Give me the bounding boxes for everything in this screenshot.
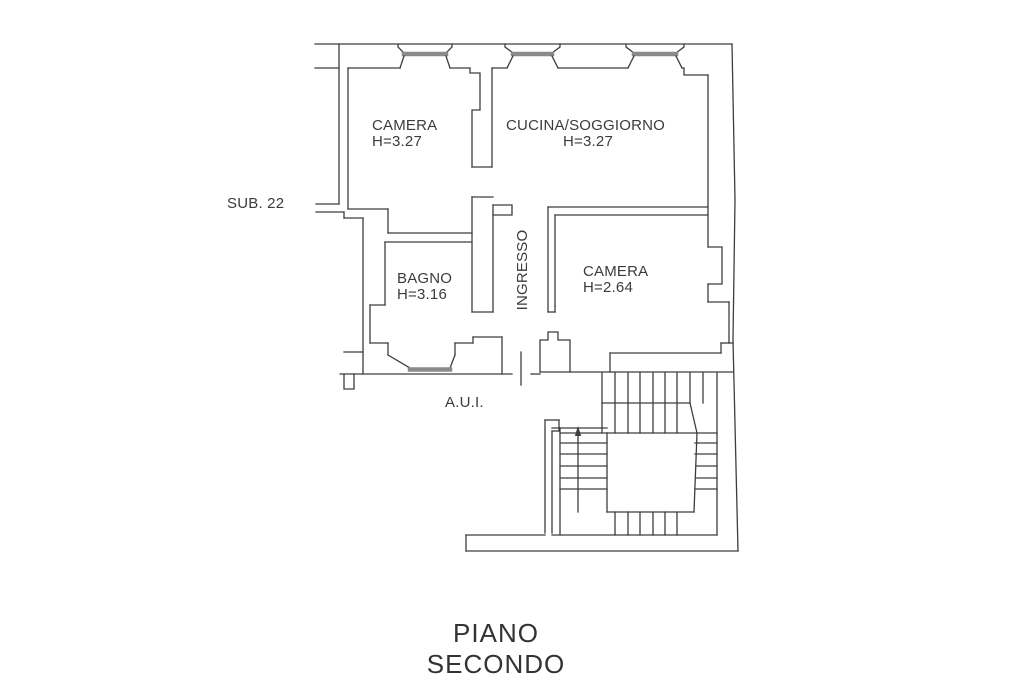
room-name: CAMERA	[583, 263, 649, 280]
room-height: H=2.64	[583, 279, 633, 296]
room-label-cucina-soggiorno: CUCINA/SOGGIORNO H=3.27	[506, 118, 670, 150]
page-title: PIANO SECONDO	[426, 618, 566, 679]
window-2	[504, 43, 561, 69]
windows	[387, 43, 685, 372]
window-bagno	[387, 354, 456, 372]
annotation-sub-22: SUB. 22	[227, 195, 285, 212]
room-label-camera-2: CAMERA H=2.64	[583, 264, 648, 296]
window-1	[397, 43, 453, 69]
stair-treads-top	[601, 372, 704, 434]
stairwell-left-wall	[544, 419, 560, 534]
room-label-bagno: BAGNO H=3.16	[397, 271, 452, 303]
staircase	[544, 372, 718, 536]
stair-treads-left	[551, 427, 608, 536]
room-label-ingresso: INGRESSO	[514, 229, 531, 311]
stair-treads-right	[694, 442, 718, 490]
window-3	[625, 43, 685, 69]
room-height: H=3.27	[372, 133, 422, 150]
annotation-aui: A.U.I.	[445, 394, 484, 411]
stair-treads-bottom	[614, 511, 678, 536]
stair-direction-arrow	[574, 426, 582, 513]
room-name: CAMERA	[372, 117, 438, 134]
exterior-walls	[314, 43, 739, 552]
room-height: H=3.16	[397, 286, 447, 303]
interior-walls	[347, 67, 734, 375]
room-name: CUCINA/SOGGIORNO	[506, 117, 666, 134]
stair-landing	[606, 432, 718, 513]
room-label-camera-1: CAMERA H=3.27	[372, 118, 437, 150]
room-name: INGRESSO	[514, 229, 531, 311]
room-name: BAGNO	[397, 270, 453, 287]
room-height: H=3.27	[563, 133, 613, 150]
